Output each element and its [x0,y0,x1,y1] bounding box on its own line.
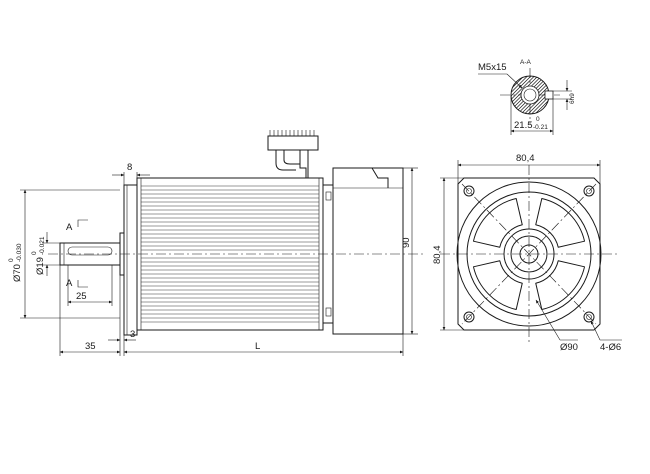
flange-offset-label: 3 [130,329,135,340]
height-label: 90 [401,237,412,248]
dim-holes: 4-Ø6 [590,320,622,353]
d70-tol-upper: 0 [8,258,15,262]
rib-windows [472,197,586,311]
section-marker: A A [66,219,88,289]
section-a-a: A-A M5x15 6h9 21.5 0 [478,59,576,135]
mounting-holes [463,185,595,323]
section-title: A-A [520,59,532,66]
rear-cap [322,167,404,335]
dim-square-height: 80,4 [432,177,464,331]
front-view: 80,4 80,4 Ø90 4-Ø6 [432,153,622,353]
dim-height: 90 [401,167,418,335]
bolt-circle-label: Ø90 [560,342,578,353]
holes-label: 4-Ø6 [600,342,621,353]
dim-square-width: 80,4 [457,153,601,184]
section-mark-top: A [66,222,73,233]
key-length-label: 25 [76,291,87,302]
key-depth-tol-upper: 0 [536,116,540,123]
flange-plate [123,184,138,336]
key-depth-tol-lower: -0.21 [533,124,548,131]
square-width-label: 80,4 [516,153,535,164]
square-height-label: 80,4 [432,246,443,265]
dim-flange-width: 8 [112,162,150,185]
square-flange [457,177,601,331]
side-view: A A Ø70 0 -0.030 Ø19 0 -0.021 [8,130,425,356]
shaft-length-label: 35 [85,341,96,352]
d70-label: Ø70 [12,264,23,282]
dim-bottom: 35 3 L [59,265,404,356]
key-depth-label: 21.5 [514,120,533,131]
cable-terminal [267,130,319,178]
motor-body [136,177,324,331]
section-mark-bottom: A [66,278,73,289]
dim-key-length: 25 [67,265,113,306]
flange-width-label: 8 [127,162,132,173]
d19-tol-upper: 0 [31,251,38,255]
key-width-label: 6h9 [569,93,576,104]
dim-bolt-circle: Ø90 [535,299,578,353]
d19-tol-lower: -0.021 [39,236,46,255]
d70-tol-lower: -0.030 [16,243,23,262]
dim-d19: Ø19 0 -0.021 [31,232,60,276]
thread-label: M5x15 [478,62,507,73]
d19-label: Ø19 [35,257,46,275]
dim-d70: Ø70 0 -0.030 [8,189,120,319]
body-length-label: L [255,341,260,352]
